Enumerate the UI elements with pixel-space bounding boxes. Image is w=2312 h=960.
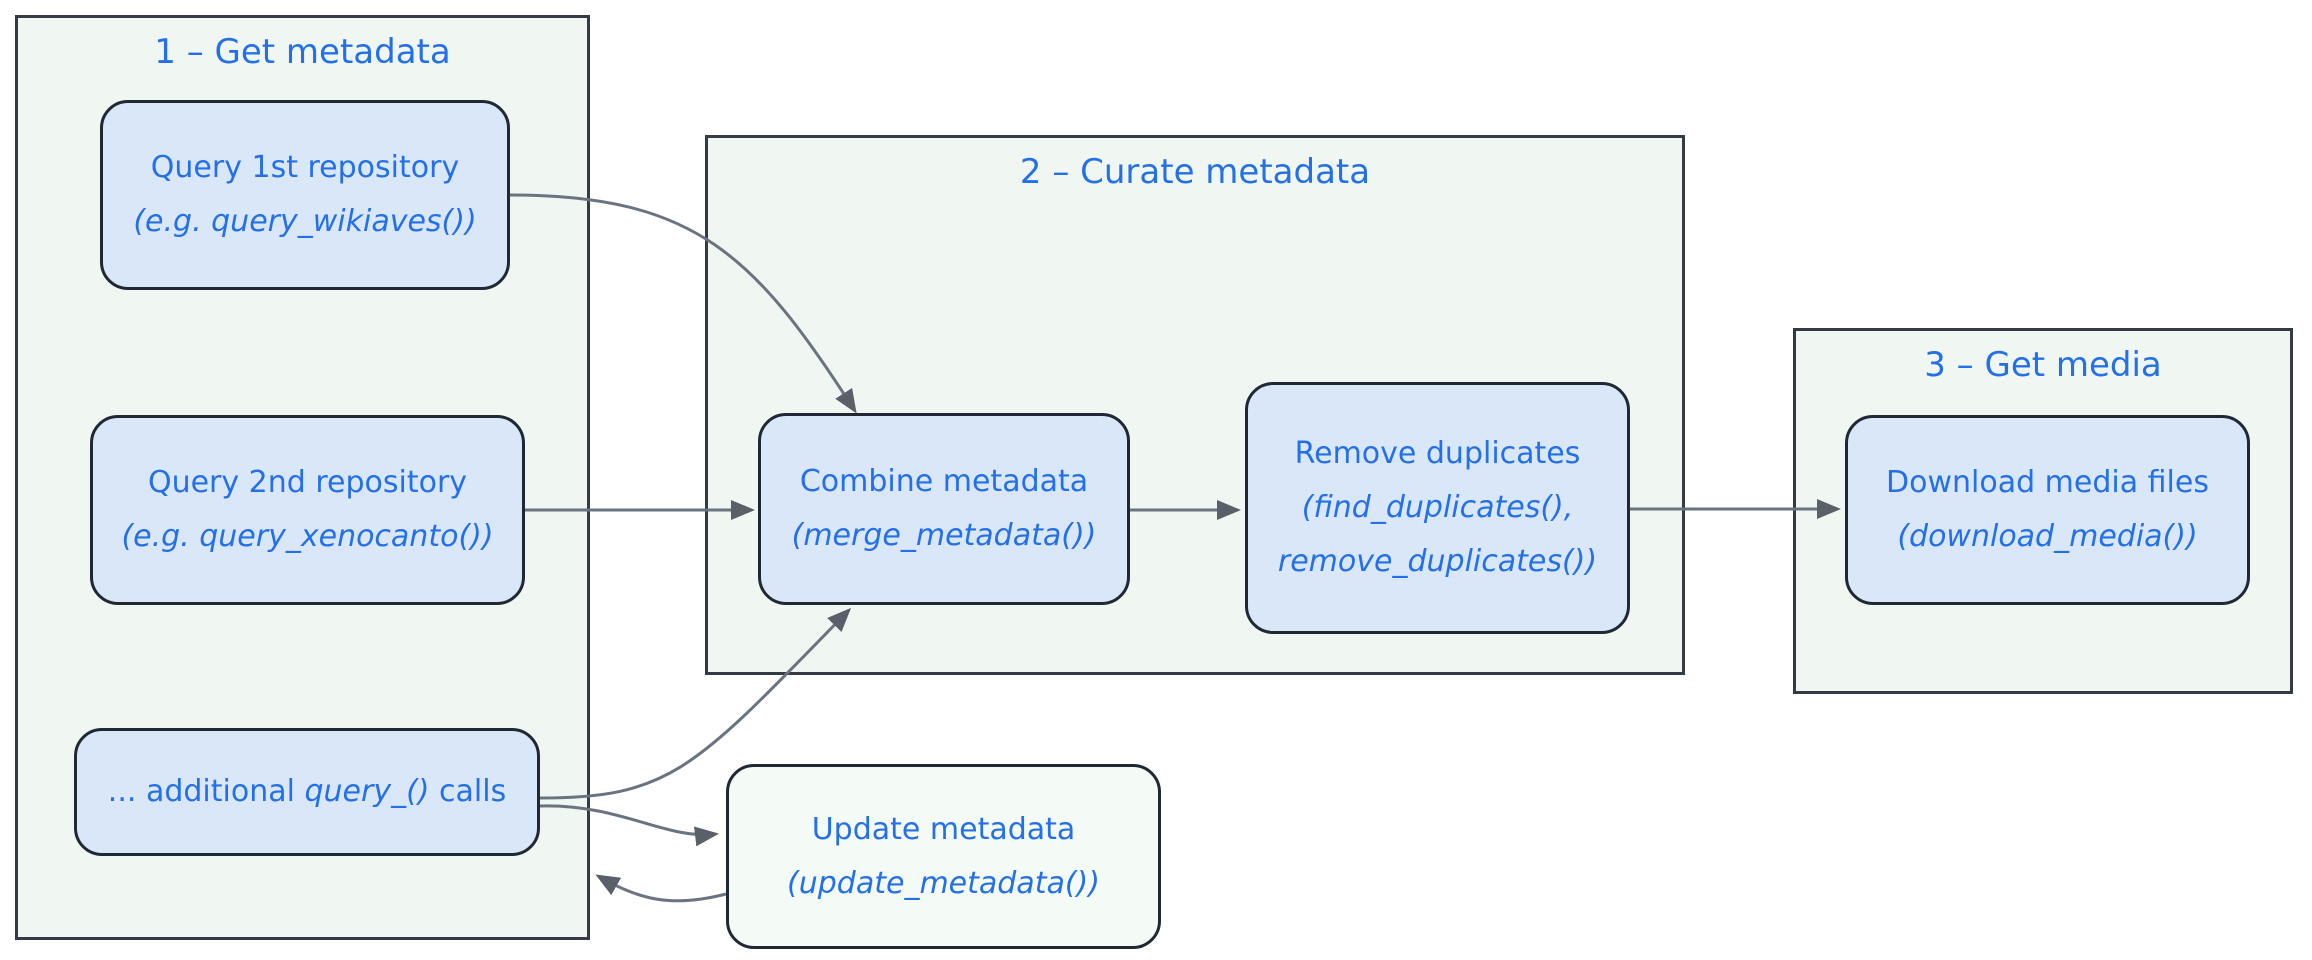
node-subtitle: (e.g. query_xenocanto()): [121, 519, 494, 554]
label-code: query_(): [304, 774, 430, 809]
node-combine-metadata: Combine metadata (merge_metadata()): [758, 413, 1130, 605]
node-title: Download media files: [1886, 465, 2209, 500]
node-subtitle: (download_media()): [1897, 519, 2198, 554]
node-update-metadata: Update metadata (update_metadata()): [726, 764, 1161, 949]
node-additional-query-calls: ... additional query_() calls: [74, 728, 540, 856]
node-query-1st-repository: Query 1st repository (e.g. query_wikiave…: [100, 100, 510, 290]
node-title: Query 2nd repository: [147, 465, 468, 500]
group-title-get-media: 3 – Get media: [1924, 345, 2162, 385]
node-title: ... additional query_() calls: [108, 765, 506, 819]
node-title: Query 1st repository: [150, 150, 460, 185]
group-title-curate-metadata: 2 – Curate metadata: [1019, 152, 1371, 192]
node-title: Remove duplicates: [1294, 436, 1581, 471]
node-download-media-files: Download media files (download_media()): [1845, 415, 2250, 605]
group-title-get-metadata: 1 – Get metadata: [154, 32, 451, 72]
node-title: Combine metadata: [799, 464, 1089, 499]
node-query-2nd-repository: Query 2nd repository (e.g. query_xenocan…: [90, 415, 525, 605]
node-subtitle: (merge_metadata()): [791, 518, 1097, 553]
node-remove-duplicates: Remove duplicates (find_duplicates(), re…: [1245, 382, 1630, 634]
node-subtitle: (e.g. query_wikiaves()): [133, 204, 477, 239]
node-subtitle: (update_metadata()): [787, 865, 1100, 901]
edge-update-to-additional: [595, 874, 727, 903]
node-title: Update metadata: [811, 811, 1076, 847]
label-prefix: ... additional: [107, 774, 305, 809]
node-subtitle: (find_duplicates(),: [1301, 490, 1574, 525]
node-subtitle-2: remove_duplicates()): [1277, 544, 1598, 579]
label-suffix: calls: [429, 774, 507, 809]
